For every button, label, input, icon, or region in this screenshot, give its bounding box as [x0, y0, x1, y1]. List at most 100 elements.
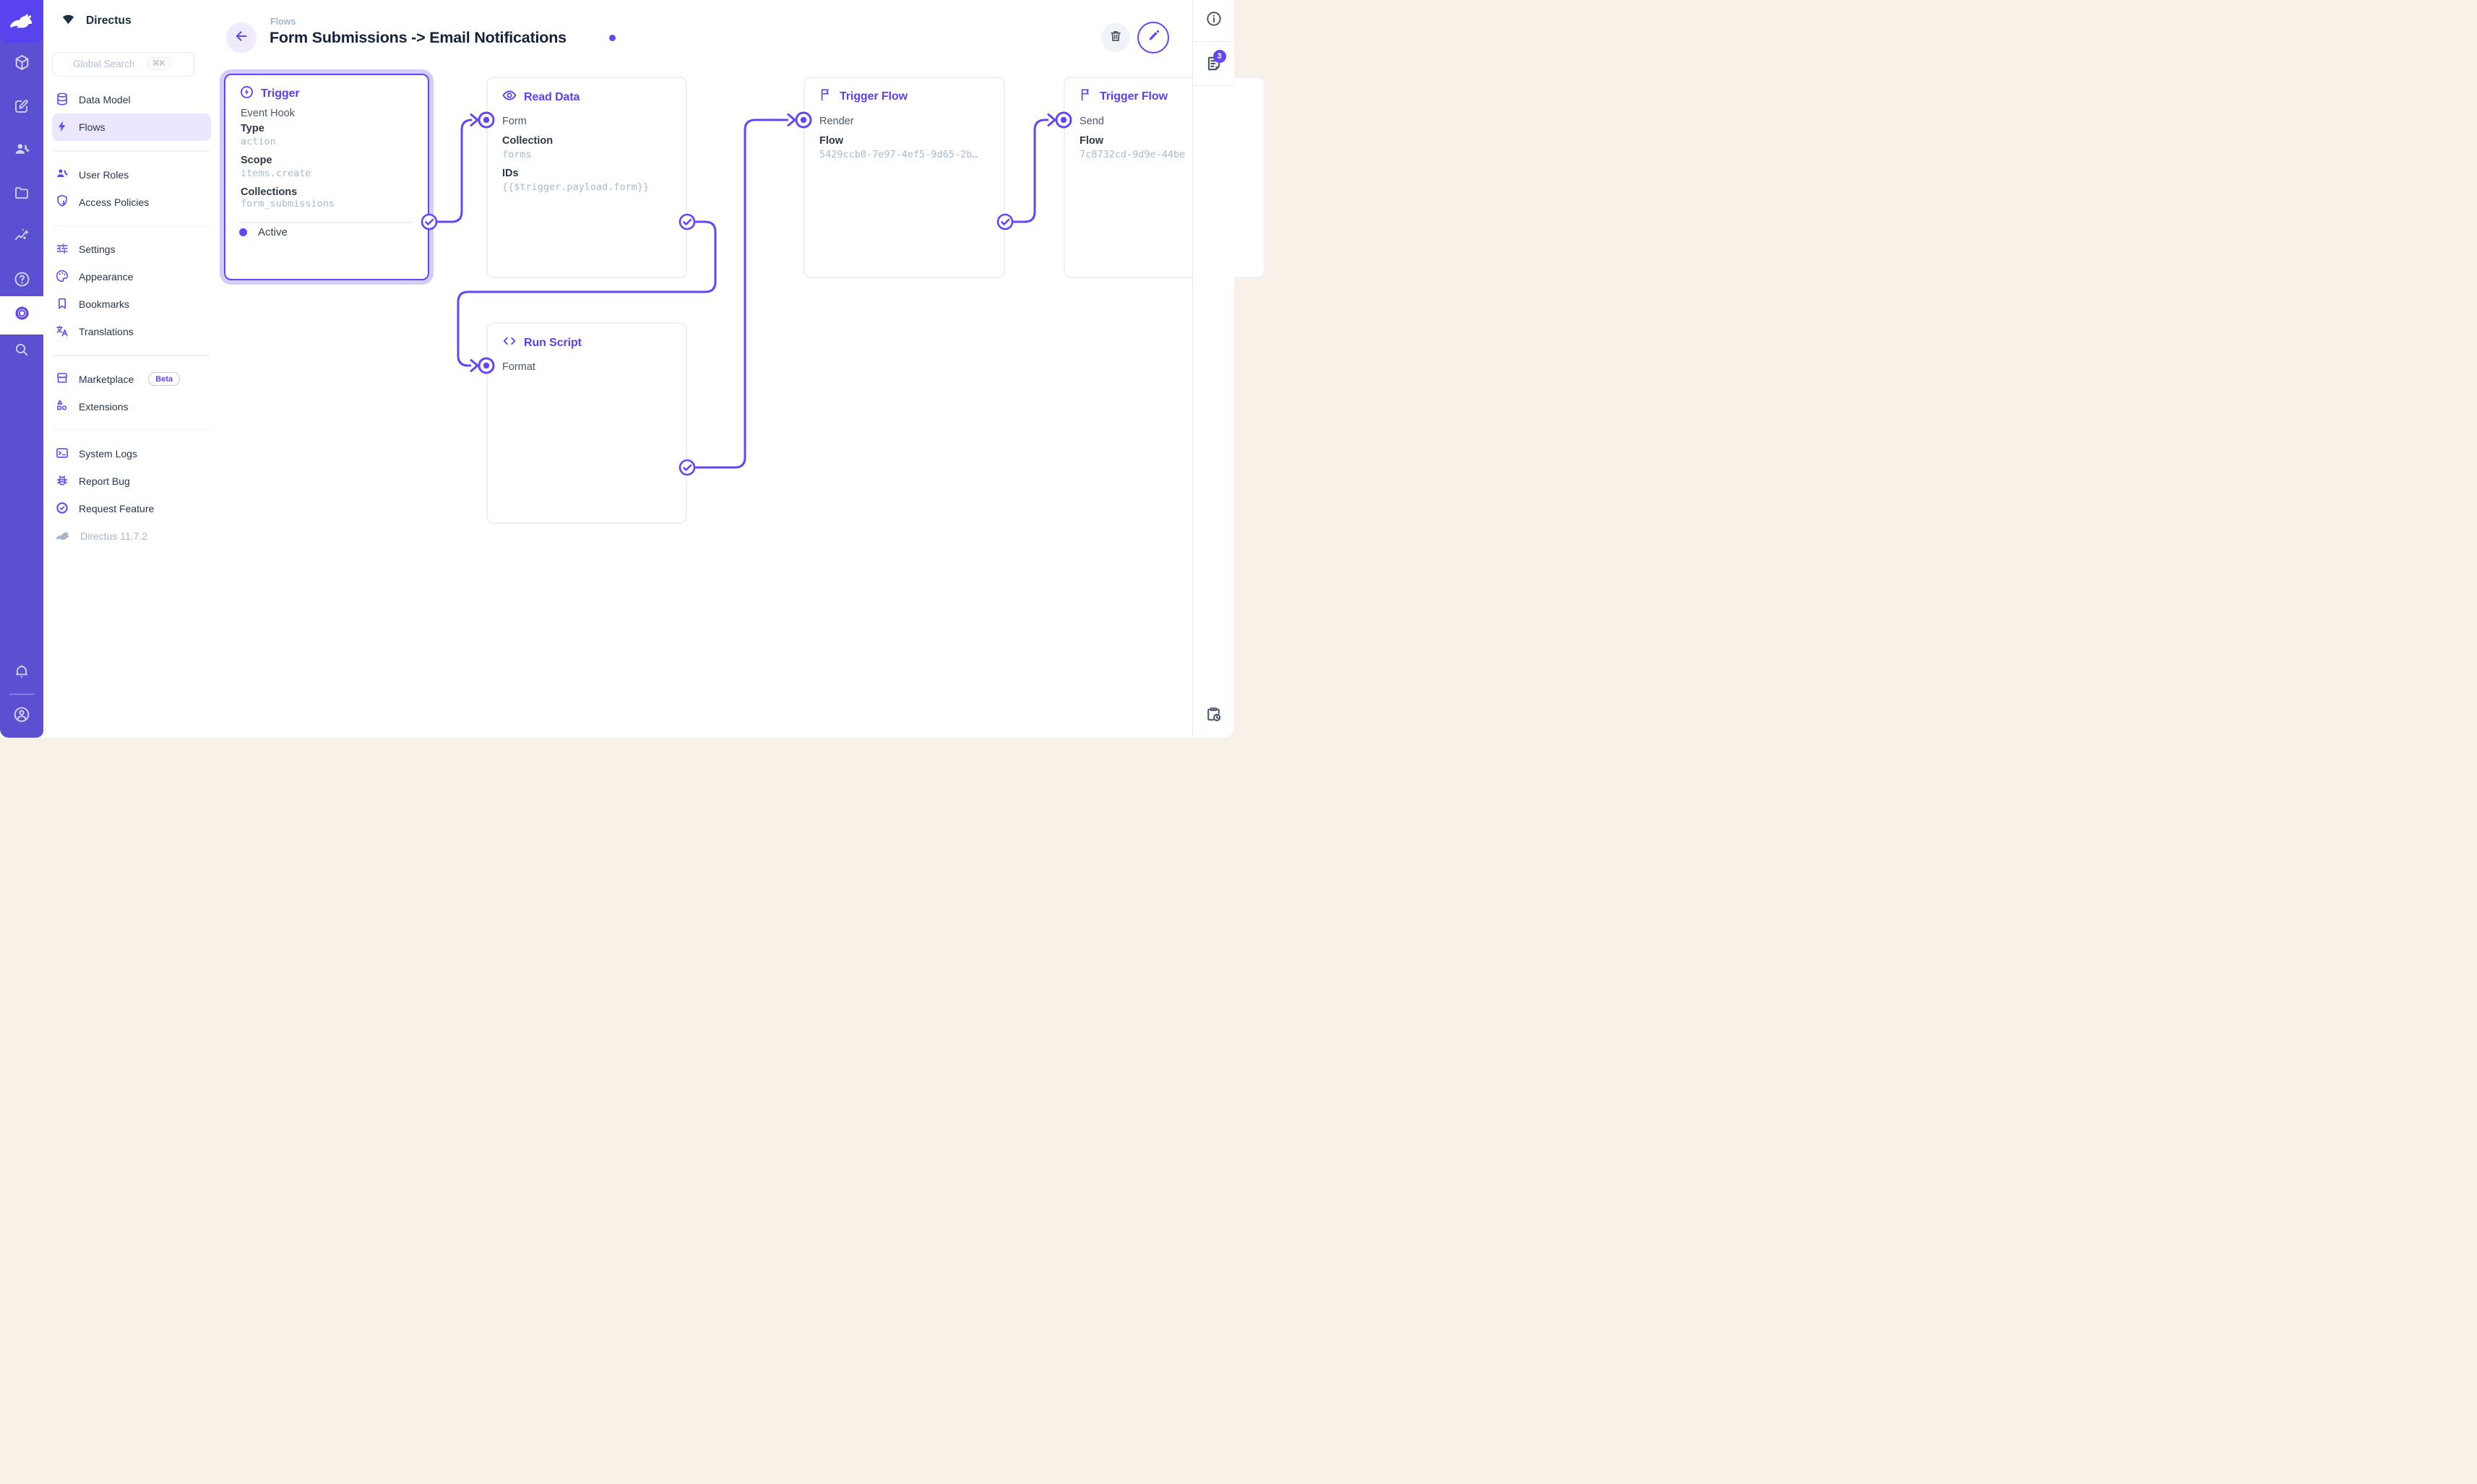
node-title: Trigger: [261, 87, 300, 100]
flow-node-trigger[interactable]: Trigger Event Hook Type action Scope ite…: [224, 74, 429, 280]
users-icon: [55, 166, 69, 183]
insights-icon: [13, 227, 31, 249]
module-settings[interactable]: [6, 299, 38, 331]
directus-logo-button[interactable]: [0, 0, 43, 43]
global-search: ⌘K: [52, 52, 194, 77]
sidebar-divider: [53, 225, 210, 226]
sidebar-item-system-logs[interactable]: System Logs: [43, 440, 220, 467]
module-editor[interactable]: [6, 92, 38, 124]
sidebar-item-flows[interactable]: Flows: [52, 113, 211, 141]
code-icon: [501, 333, 517, 353]
notices-count-badge: 3: [1212, 50, 1226, 63]
page-title: Form Submissions -> Email Notifications: [270, 29, 567, 46]
sidebar-divider: [53, 150, 210, 152]
module-help[interactable]: [6, 265, 38, 297]
sidebar-item-marketplace[interactable]: Marketplace Beta: [43, 366, 220, 393]
notifications-button[interactable]: [6, 657, 38, 689]
sidebar-item-label: Bookmarks: [79, 298, 130, 310]
trash-icon: [1108, 29, 1123, 47]
box-icon: [13, 53, 31, 75]
search-input[interactable]: [73, 53, 152, 75]
info-sidebar-button[interactable]: [1199, 6, 1228, 35]
bolt-circle-icon: [239, 85, 254, 103]
module-search[interactable]: [6, 335, 38, 367]
sidebar-item-label: Extensions: [79, 400, 129, 413]
field-label: Flow: [819, 135, 844, 147]
field-value: forms: [502, 149, 532, 160]
edit-flow-button[interactable]: [1137, 22, 1169, 53]
directus-app: Directus ⌘K Data Model Flows User Ro: [0, 0, 1265, 738]
delete-flow-button[interactable]: [1101, 23, 1130, 52]
flow-node-run-script[interactable]: Run Script Format: [486, 322, 687, 524]
input-label: Format: [502, 361, 535, 373]
module-content[interactable]: [6, 48, 38, 80]
notices-icon: 3: [1205, 50, 1226, 73]
sidebar-item-settings[interactable]: Settings: [43, 236, 220, 263]
field-value: items.create: [241, 168, 311, 179]
bolt-icon: [55, 119, 69, 136]
status-label: Active: [258, 226, 288, 238]
rail-divider: [1193, 85, 1235, 86]
sidebar-item-extensions[interactable]: Extensions: [43, 393, 220, 420]
field-label: Type: [241, 123, 264, 134]
sidebar-item-label: Appearance: [79, 271, 134, 282]
module-bar: [0, 0, 43, 738]
unsaved-indicator-dot: [609, 35, 616, 41]
flow-node-read-data[interactable]: Read Data Form Collection forms IDs {{$t…: [486, 77, 687, 278]
help-icon: [13, 270, 31, 292]
rail-divider: [1193, 41, 1235, 42]
field-value: {{$trigger.payload.form}}: [502, 181, 650, 193]
sidebar-item-data-model[interactable]: Data Model: [43, 86, 220, 113]
project-name: Directus: [86, 14, 132, 27]
sidebar-item-label: Data Model: [79, 94, 131, 105]
version-label: Directus 11.7.2: [80, 530, 148, 542]
module-files[interactable]: [6, 178, 38, 210]
field-value: 7c8732cd-9d9e-44be: [1080, 149, 1186, 160]
sidebar-item-user-roles[interactable]: User Roles: [43, 161, 220, 189]
sidebar-divider: [53, 429, 210, 431]
breadcrumb[interactable]: Flows: [270, 17, 296, 27]
flow-node-trigger-flow-render[interactable]: Trigger Flow Render Flow 5429ccb0-7e97-4…: [804, 77, 1005, 278]
sidebar-item-label: Translations: [79, 326, 134, 337]
sidebar-item-translations[interactable]: Translations: [43, 318, 220, 345]
field-label: IDs: [502, 168, 519, 179]
module-bar-divider: [9, 694, 34, 695]
sidebar-nav: Data Model Flows User Roles Access Polic…: [43, 86, 220, 550]
arrow-left-icon: [233, 28, 249, 48]
account-button[interactable]: [6, 700, 38, 732]
input-label: Send: [1080, 116, 1104, 127]
bell-icon: [13, 663, 30, 683]
module-settings-active: [0, 296, 43, 335]
sidebar-item-label: Marketplace: [79, 373, 134, 385]
project-header[interactable]: Directus: [43, 0, 220, 42]
sidebar-item-bookmarks[interactable]: Bookmarks: [43, 290, 220, 318]
field-label: Scope: [241, 155, 272, 166]
pencil-icon: [1146, 28, 1161, 47]
sidebar-item-label: System Logs: [79, 448, 137, 460]
pending-revisions-button[interactable]: [1199, 702, 1228, 730]
logs-sidebar-button[interactable]: 3: [1199, 49, 1228, 78]
sidebar-item-request-feature[interactable]: Request Feature: [43, 495, 220, 522]
back-button[interactable]: [226, 22, 257, 53]
node-title: Read Data: [524, 90, 580, 103]
status-row[interactable]: Active: [239, 226, 288, 238]
input-label: Render: [819, 116, 854, 127]
storefront-icon: [55, 371, 69, 387]
module-users[interactable]: [6, 135, 38, 167]
sidebar-item-label: Report Bug: [79, 475, 130, 487]
bug-icon: [55, 473, 69, 490]
sidebar-item-access-policies[interactable]: Access Policies: [43, 189, 220, 216]
eye-icon: [501, 87, 517, 107]
account-icon: [12, 705, 31, 728]
shield-user-icon: [55, 194, 69, 210]
module-insights[interactable]: [6, 222, 38, 254]
sidebar-item-appearance[interactable]: Appearance: [43, 263, 220, 290]
sidebar-item-report-bug[interactable]: Report Bug: [43, 467, 220, 495]
sidebar-item-label: Request Feature: [79, 503, 155, 514]
search-icon: [13, 341, 30, 362]
right-sidebar-rail: 3: [1192, 0, 1235, 738]
project-logo-icon: [59, 11, 78, 32]
rabbit-icon: [55, 530, 71, 543]
database-icon: [55, 92, 69, 108]
flow-node-trigger-flow-send[interactable]: Trigger Flow Send Flow 7c8732cd-9d9e-44b…: [1064, 77, 1265, 278]
